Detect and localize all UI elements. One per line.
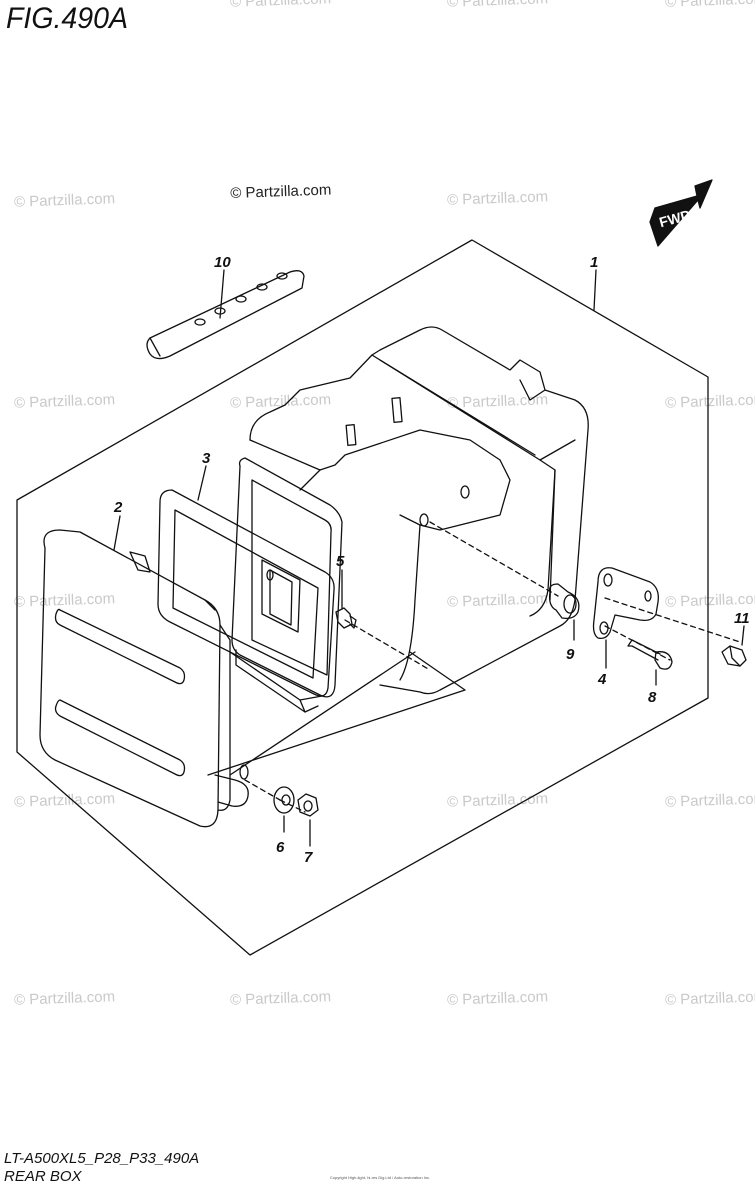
callout-2: 2 — [113, 499, 123, 516]
callout-9: 9 — [566, 646, 575, 663]
nut-part — [297, 793, 319, 817]
box-opening-frame — [229, 457, 343, 713]
small-print: Copyright High-light, hi-res Dig.Ltd / A… — [329, 1175, 431, 1180]
box-body-part — [249, 326, 589, 695]
strap-part — [146, 270, 305, 360]
guide-lines — [207, 651, 466, 776]
callout-10: 10 — [214, 254, 231, 271]
fwd-arrow-icon: FWD — [649, 179, 713, 247]
footer-model-code: LT-A500XL5_P28_P33_490A — [4, 1150, 200, 1167]
callout-1: 1 — [590, 254, 598, 271]
seal-part — [157, 489, 335, 697]
callout-leaders — [113, 269, 745, 847]
footer-section-name: REAR BOX — [4, 1168, 82, 1185]
fwd-label: FWD — [657, 207, 692, 231]
leader-lines — [244, 521, 741, 813]
callout-6: 6 — [276, 839, 285, 856]
callout-8: 8 — [648, 689, 657, 706]
screw-part — [335, 607, 357, 629]
bolt-part-11 — [721, 645, 747, 667]
lid-part — [39, 529, 249, 828]
callout-3: 3 — [202, 450, 211, 467]
grommet-part — [548, 583, 580, 620]
bracket-plate-part — [592, 567, 659, 640]
callout-7: 7 — [304, 849, 313, 866]
assembly-boundary — [16, 239, 709, 956]
washer-part — [273, 786, 295, 814]
figure-title: FIG.490A — [6, 2, 128, 35]
callout-11: 11 — [734, 610, 750, 627]
bolt-part-8 — [627, 639, 673, 670]
callout-4: 4 — [597, 671, 607, 688]
callout-5: 5 — [336, 553, 345, 570]
